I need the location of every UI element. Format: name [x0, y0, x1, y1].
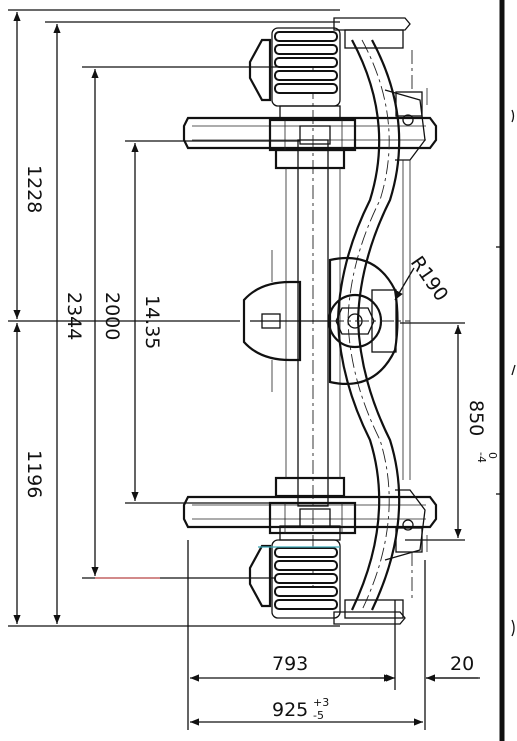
dim-1228-label: 1228	[23, 165, 45, 213]
dim-850-tol-top: 0	[486, 452, 499, 459]
dim-1196-label: 1196	[23, 450, 45, 498]
horizontal-dimension-lines	[190, 674, 480, 726]
axle-box-bottom	[268, 501, 357, 535]
spring-top	[248, 27, 341, 121]
radius-190-label: R190	[406, 252, 452, 305]
dim-850-label: 850	[465, 400, 487, 436]
brake-rigging	[384, 50, 428, 600]
dim-2000-label: 2000	[101, 292, 123, 340]
sheet-frame	[496, 0, 516, 741]
vertical-dimension-lines	[13, 12, 462, 624]
spring-bottom	[248, 525, 341, 619]
dim-1435-label: 14.35	[141, 295, 163, 349]
axle	[274, 60, 346, 590]
dim-925-tol-bottom: -5	[313, 709, 324, 722]
dim-20-label: 20	[450, 653, 474, 675]
transom	[242, 250, 330, 392]
dim-925-label: 925	[272, 699, 308, 721]
axle-box-top	[268, 118, 357, 152]
dim-2344-label: 2344	[63, 292, 85, 340]
wheel-bottom	[182, 495, 438, 529]
dim-925-tol-top: +3	[313, 696, 329, 709]
dim-793-label: 793	[272, 653, 308, 675]
extension-lines	[8, 9, 465, 730]
side-frame	[333, 17, 411, 625]
dim-850-tol-bottom: -4	[475, 452, 488, 463]
center-pivot	[327, 256, 410, 386]
